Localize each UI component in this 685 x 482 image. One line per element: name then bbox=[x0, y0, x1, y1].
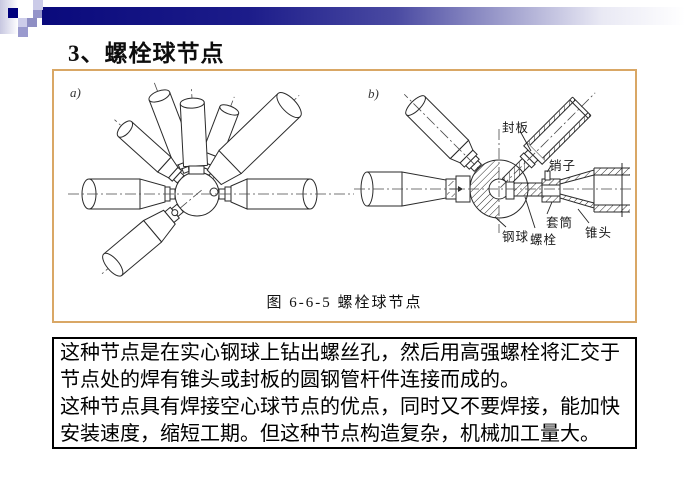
header-square-navy bbox=[8, 8, 18, 18]
part-label-sleeve: 套筒 bbox=[546, 216, 574, 230]
bolt-head bbox=[505, 181, 515, 200]
tube-member bbox=[101, 189, 202, 277]
description-line-2: 节点处的焊有锥头或封板的圆钢管杆件连接而成的。 bbox=[60, 369, 520, 391]
header-square-purple-2 bbox=[27, 18, 37, 27]
figure-label-b: b) bbox=[368, 86, 379, 101]
header-square-lavender-2 bbox=[18, 18, 27, 27]
diagram-b-right-assembly bbox=[505, 163, 630, 217]
diagram-b-tube-upper-left bbox=[403, 93, 503, 193]
bolted-ball-joint-diagram bbox=[68, 82, 634, 277]
description-line-1: 这种节点是在实心钢球上钻出螺丝孔，然后用高强螺栓将汇交于 bbox=[60, 342, 620, 364]
figure-label-a: a) bbox=[70, 85, 81, 100]
description-line-4: 安装速度，缩短工期。但这种节点构造复杂，机械加工量大。 bbox=[60, 423, 600, 445]
figure-caption: 图 6-6-5 螺栓球节点 bbox=[266, 295, 423, 311]
part-label-seal-plate: 封板 bbox=[502, 121, 530, 135]
part-label-pin: 销子 bbox=[549, 159, 577, 173]
diagram-a-rear-members bbox=[114, 82, 302, 201]
part-label-steel-ball: 钢球 bbox=[502, 230, 530, 244]
header-navy-bar bbox=[42, 7, 685, 25]
description-line-3: 这种节点具有焊接空心球节点的优点，同时又不要焊接，能加快 bbox=[60, 396, 620, 418]
part-label-bolt: 螺栓 bbox=[530, 233, 558, 247]
header-square-purple-1 bbox=[33, 10, 42, 18]
header-square-purple-3 bbox=[18, 27, 28, 37]
description-box: 这种节点是在实心钢球上钻出螺丝孔，然后用高强螺栓将汇交于 节点处的焊有锥头或封板… bbox=[52, 337, 637, 449]
tube-member bbox=[192, 92, 302, 199]
figure-box: a) b) 封板 销子 套筒 锥头 钢球 螺栓 图 6-6-5 螺栓球节点 bbox=[52, 69, 637, 323]
header-square-lavender-1 bbox=[33, 0, 43, 10]
part-label-cone-head: 锥头 bbox=[585, 226, 613, 240]
slide-title: 3、螺栓球节点 bbox=[68, 41, 225, 66]
label-leader-lines bbox=[494, 130, 590, 229]
bolt-shaft bbox=[513, 182, 545, 197]
